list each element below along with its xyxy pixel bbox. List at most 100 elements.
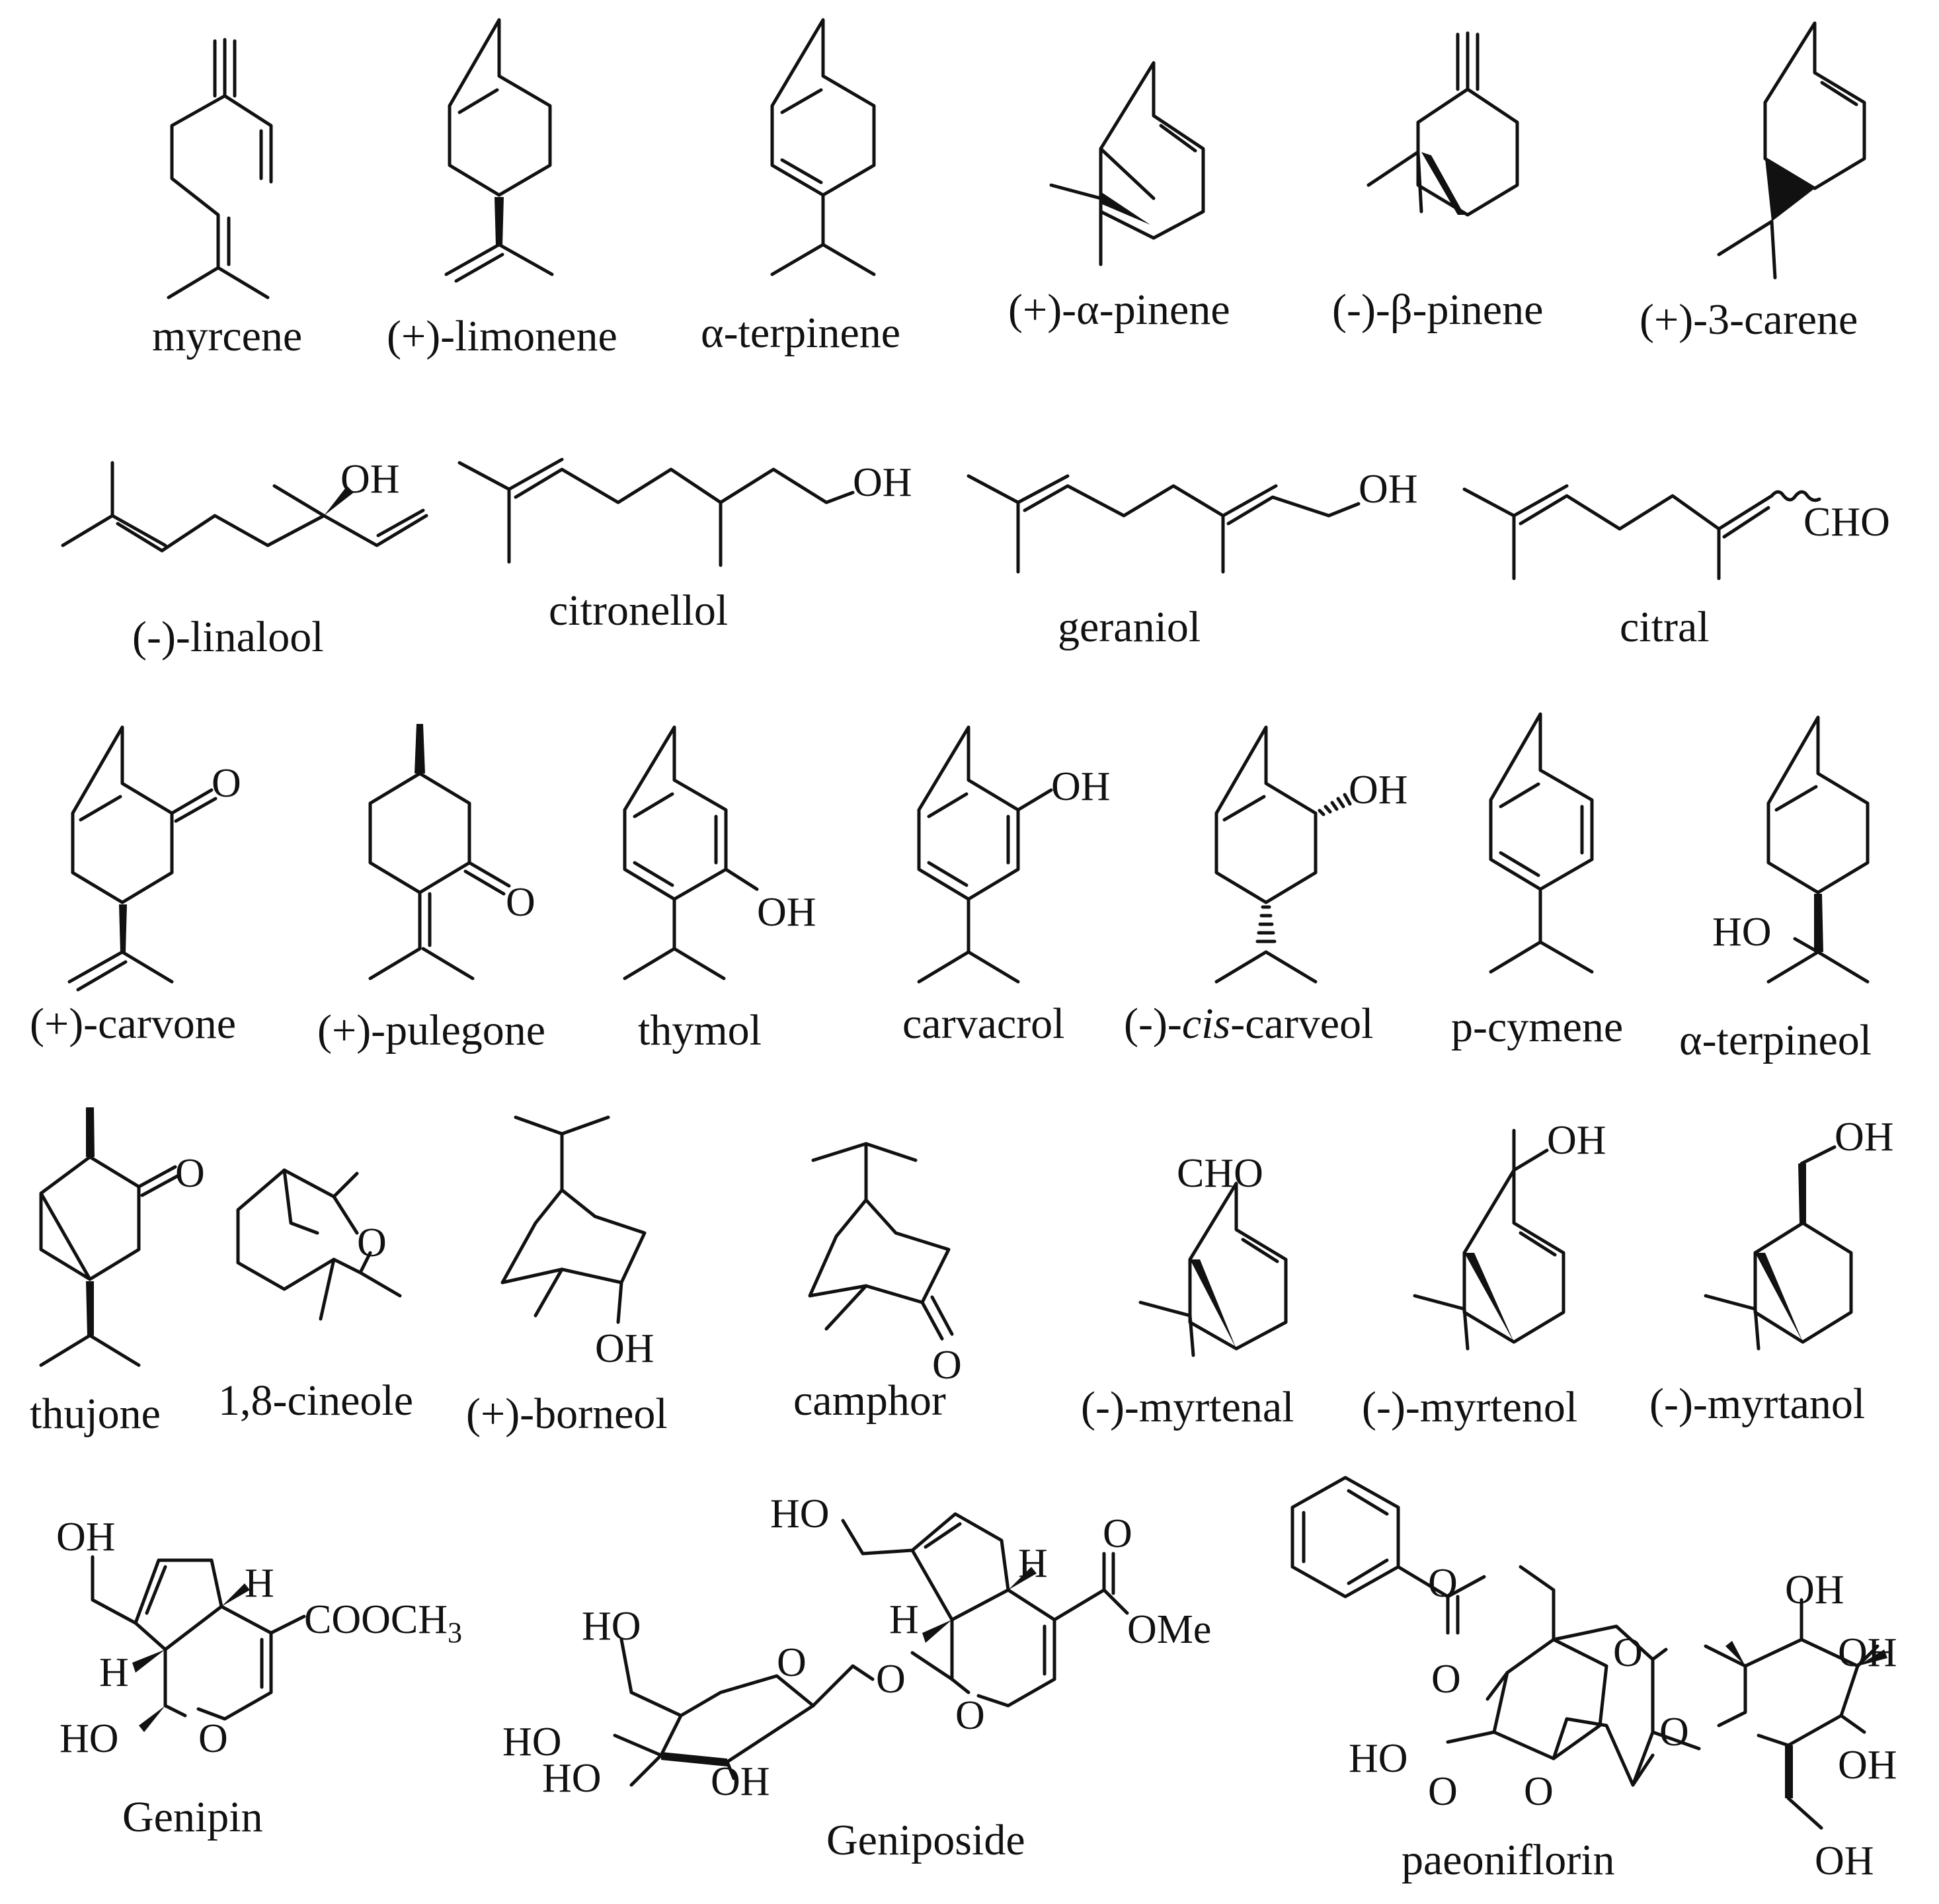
geraniol-oh: OH <box>1359 467 1418 512</box>
thymol-oh: OH <box>757 890 816 935</box>
geraniol-structure <box>967 474 1361 574</box>
carvacrol-structure <box>917 725 1053 984</box>
thujone-structure <box>39 1107 180 1367</box>
paeoniflorin-oh2: OH <box>1838 1630 1897 1675</box>
cineole-o: O <box>357 1220 387 1265</box>
paeoniflorin-ho: HO <box>1349 1736 1408 1781</box>
genipin-ho: HO <box>59 1716 119 1761</box>
carvacrol-label: carvacrol <box>902 1000 1064 1048</box>
paeoniflorin-structure <box>1290 1476 1887 1830</box>
geniposide-o2: O <box>955 1693 985 1738</box>
carveol-oh: OH <box>1349 768 1408 813</box>
paeoniflorin-o5: O <box>1613 1630 1643 1675</box>
carvone-label: (+)-carvone <box>30 1000 236 1048</box>
geniposide-h2: H <box>889 1597 919 1642</box>
genipin-h2: H <box>99 1650 129 1695</box>
geniposide-ome: OMe <box>1127 1607 1211 1652</box>
bpinene-label: (-)-β-pinene <box>1332 286 1543 334</box>
genipin-oh: OH <box>56 1515 116 1560</box>
carvacrol-oh: OH <box>1051 764 1111 809</box>
genipin-h1: H <box>245 1561 274 1606</box>
aterpineol-ho: HO <box>1712 910 1772 955</box>
geniposide-h1: H <box>1018 1541 1048 1586</box>
carvone-o: O <box>212 761 241 806</box>
paeoniflorin-o2: O <box>1431 1657 1461 1702</box>
thujone-o: O <box>175 1151 205 1196</box>
geniposide-label: Geniposide <box>826 1816 1025 1864</box>
camphor-structure <box>808 1142 954 1341</box>
aterpineol-label: α-terpineol <box>1679 1016 1872 1064</box>
aterpinene-structure <box>770 18 876 276</box>
citral-label: citral <box>1620 603 1710 651</box>
geraniol-label: geraniol <box>1058 603 1201 651</box>
bpinene-structure <box>1366 31 1519 217</box>
citral-cho: CHO <box>1803 500 1890 545</box>
paeoniflorin-o3: O <box>1428 1769 1458 1814</box>
genipin-o: O <box>198 1716 228 1761</box>
thymol-label: thymol <box>638 1006 762 1054</box>
myrcene-structure <box>167 38 273 299</box>
pulegone-label: (+)-pulegone <box>317 1006 545 1054</box>
citronellol-structure <box>457 457 855 567</box>
citronellol-oh: OH <box>853 460 912 505</box>
thymol-structure <box>623 725 759 980</box>
carene-label: (+)-3-carene <box>1640 296 1858 344</box>
geniposide-ho1: HO <box>770 1491 830 1536</box>
linalool-label: (-)-linalool <box>132 613 324 661</box>
myrtenol-oh: OH <box>1547 1118 1606 1163</box>
borneol-label: (+)-borneol <box>466 1390 668 1438</box>
myrtanol-structure <box>1704 1145 1853 1351</box>
carveol-structure <box>1214 725 1352 984</box>
aterpineol-structure <box>1766 715 1870 984</box>
myrcene-label: myrcene <box>152 312 302 360</box>
carvone-structure <box>67 725 218 992</box>
geniposide-o3: O <box>876 1657 906 1702</box>
myrtenal-label: (-)-myrtenal <box>1081 1383 1294 1431</box>
geniposide-oh: OH <box>711 1759 770 1804</box>
paeoniflorin-o1: O <box>1428 1561 1458 1606</box>
myrtanol-oh: OH <box>1835 1115 1894 1160</box>
paeoniflorin-label: paeoniflorin <box>1402 1836 1615 1884</box>
limonene-structure <box>444 18 554 283</box>
pcymene-structure <box>1489 712 1594 974</box>
geniposide-o1: O <box>1103 1511 1132 1556</box>
limonene-label: (+)-limonene <box>387 312 617 360</box>
pulegone-structure <box>368 724 511 980</box>
geniposide-ho3: HO <box>502 1720 562 1765</box>
apinene-structure <box>1049 61 1205 266</box>
camphor-o: O <box>932 1343 962 1388</box>
myrtenol-label: (-)-myrtenol <box>1362 1383 1577 1431</box>
paeoniflorin-oh3: OH <box>1838 1743 1897 1788</box>
myrtenal-structure <box>1138 1181 1288 1357</box>
carveol-label: (-)-cis-carveol <box>1124 1000 1373 1048</box>
geniposide-ho2: HO <box>582 1604 641 1649</box>
paeoniflorin-o4: O <box>1524 1769 1554 1814</box>
genipin-label: Genipin <box>122 1793 263 1841</box>
carene-structure <box>1717 21 1866 280</box>
paeoniflorin-oh1: OH <box>1785 1567 1844 1612</box>
citronellol-label: citronellol <box>549 586 728 635</box>
pcymene-label: p-cymene <box>1451 1003 1623 1051</box>
myrtenal-cho: CHO <box>1177 1151 1263 1196</box>
myrtanol-label: (-)-myrtanol <box>1649 1380 1865 1428</box>
aterpinene-label: α-terpinene <box>701 309 900 357</box>
geniposide-ho4: HO <box>542 1756 602 1801</box>
borneol-structure <box>500 1115 647 1324</box>
thujone-label: thujone <box>30 1390 161 1438</box>
paeoniflorin-o6: O <box>1659 1710 1689 1755</box>
cineole-structure <box>236 1168 402 1321</box>
genipin-structure <box>91 1555 306 1732</box>
paeoniflorin-oh4: OH <box>1815 1839 1874 1884</box>
camphor-label: camphor <box>793 1376 946 1425</box>
apinene-label: (+)-α-pinene <box>1008 286 1230 334</box>
pulegone-o: O <box>506 880 535 925</box>
linalool-structure <box>61 461 428 553</box>
geniposide-o4: O <box>777 1640 807 1685</box>
myrtenol-structure <box>1413 1129 1565 1351</box>
linalool-oh: OH <box>340 457 400 502</box>
borneol-oh: OH <box>595 1326 654 1371</box>
geniposide-structure <box>613 1512 1129 1787</box>
citral-structure <box>1462 484 1821 580</box>
genipin-cooch3: COOCH3 <box>304 1597 462 1649</box>
